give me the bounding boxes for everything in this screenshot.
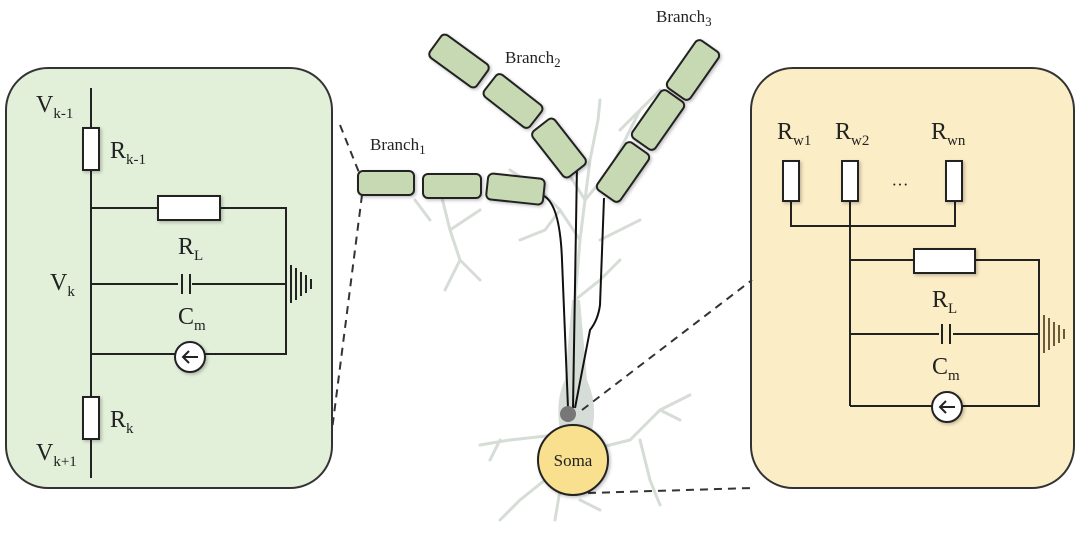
- branch-1-segments: [357, 170, 546, 206]
- branch-1-segment: [485, 172, 546, 206]
- label-r-k-minus-1: Rk-1: [110, 138, 146, 168]
- branch-2-segment: [428, 33, 490, 89]
- capacitor-right: [939, 324, 953, 344]
- resistor-r-leak-right: [913, 248, 976, 274]
- label-v-k: Vk: [50, 270, 75, 300]
- branch-2-segment: [531, 117, 587, 179]
- branch-1-segment: [422, 173, 482, 199]
- right-circuit-panel: [750, 67, 1075, 489]
- branch-3-segments: [595, 39, 721, 203]
- resistor-r-wn: [945, 160, 963, 202]
- resistor-r-leak-left: [157, 195, 221, 221]
- branch-3-segment: [595, 141, 651, 203]
- branch-3-segment: [665, 39, 721, 101]
- left-circuit-panel: [5, 67, 333, 489]
- branch-1-segment: [357, 170, 415, 196]
- branch-1-label: Branch1: [370, 135, 426, 157]
- label-r-w2: Rw2: [835, 119, 869, 149]
- branch-3-segment: [630, 89, 686, 151]
- soma-label: Soma: [554, 451, 593, 470]
- current-source-left-icon: [174, 341, 206, 373]
- resistor-r-w1: [782, 160, 800, 202]
- ground-right-icon: [1043, 315, 1065, 353]
- label-c-m-right: Cm: [932, 354, 960, 384]
- branch-2-segments: [428, 33, 587, 179]
- label-r-w1: Rw1: [777, 119, 811, 149]
- branch-2-segment: [482, 73, 544, 129]
- capacitor-left: [178, 274, 192, 294]
- branch-3-label: Branch3: [656, 7, 712, 29]
- label-r-wn: Rwn: [931, 119, 966, 149]
- resistor-r-k-minus-1: [82, 127, 100, 171]
- label-r-leak-right: RL: [932, 287, 957, 317]
- label-v-k-minus-1: Vk-1: [36, 92, 73, 122]
- current-source-right-icon: [931, 391, 963, 423]
- ground-left-icon: [290, 265, 312, 303]
- resistor-r-w2: [841, 160, 859, 202]
- label-v-k-plus-1: Vk+1: [36, 440, 77, 470]
- soma-circle: [537, 424, 609, 496]
- label-r-leak-left: RL: [178, 234, 203, 264]
- axon-initial-dot: [560, 406, 576, 422]
- branch-wires: [543, 164, 605, 409]
- ellipsis-more-resistors: ···: [892, 175, 909, 194]
- label-r-k: Rk: [110, 407, 134, 437]
- branch-2-label: Branch2: [505, 48, 561, 70]
- zoom-callout-lines: [331, 124, 753, 494]
- label-c-m-left: Cm: [178, 304, 206, 334]
- resistor-r-k: [82, 396, 100, 440]
